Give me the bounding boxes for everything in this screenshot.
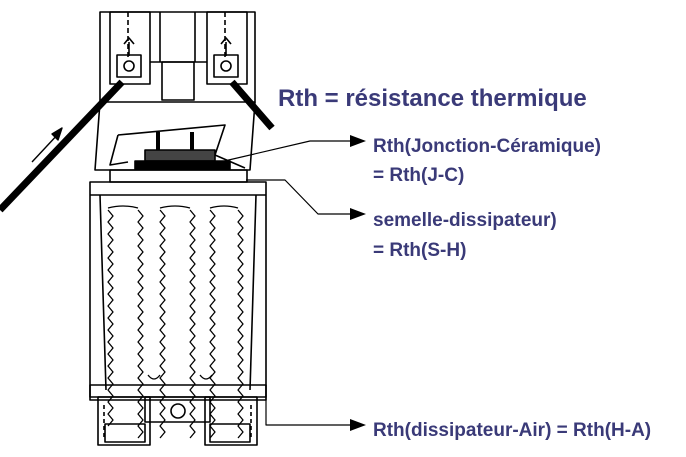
flow-arrow <box>31 127 63 163</box>
callout-heatsink-air: Rth(dissipateur-Air) = Rth(H-A) <box>373 420 652 441</box>
base-plate <box>109 169 248 183</box>
heatsink-fins <box>107 205 244 439</box>
callout-base-heatsink-formula: = Rth(S-H) <box>373 240 467 261</box>
mounting-feet <box>89 384 267 446</box>
callout-junction-ceramic: Rth(Jonction-Céramique) <box>373 136 601 157</box>
terminal-block <box>99 11 256 103</box>
leader-lines <box>219 135 366 431</box>
module-body <box>94 101 256 171</box>
heatsink <box>89 181 267 401</box>
diagram-title: Rth = résistance thermique <box>278 85 587 112</box>
callout-base-heatsink: semelle-dissipateur) <box>373 210 557 231</box>
wires <box>0 79 275 213</box>
callout-junction-ceramic-formula: = Rth(J-C) <box>373 165 465 186</box>
